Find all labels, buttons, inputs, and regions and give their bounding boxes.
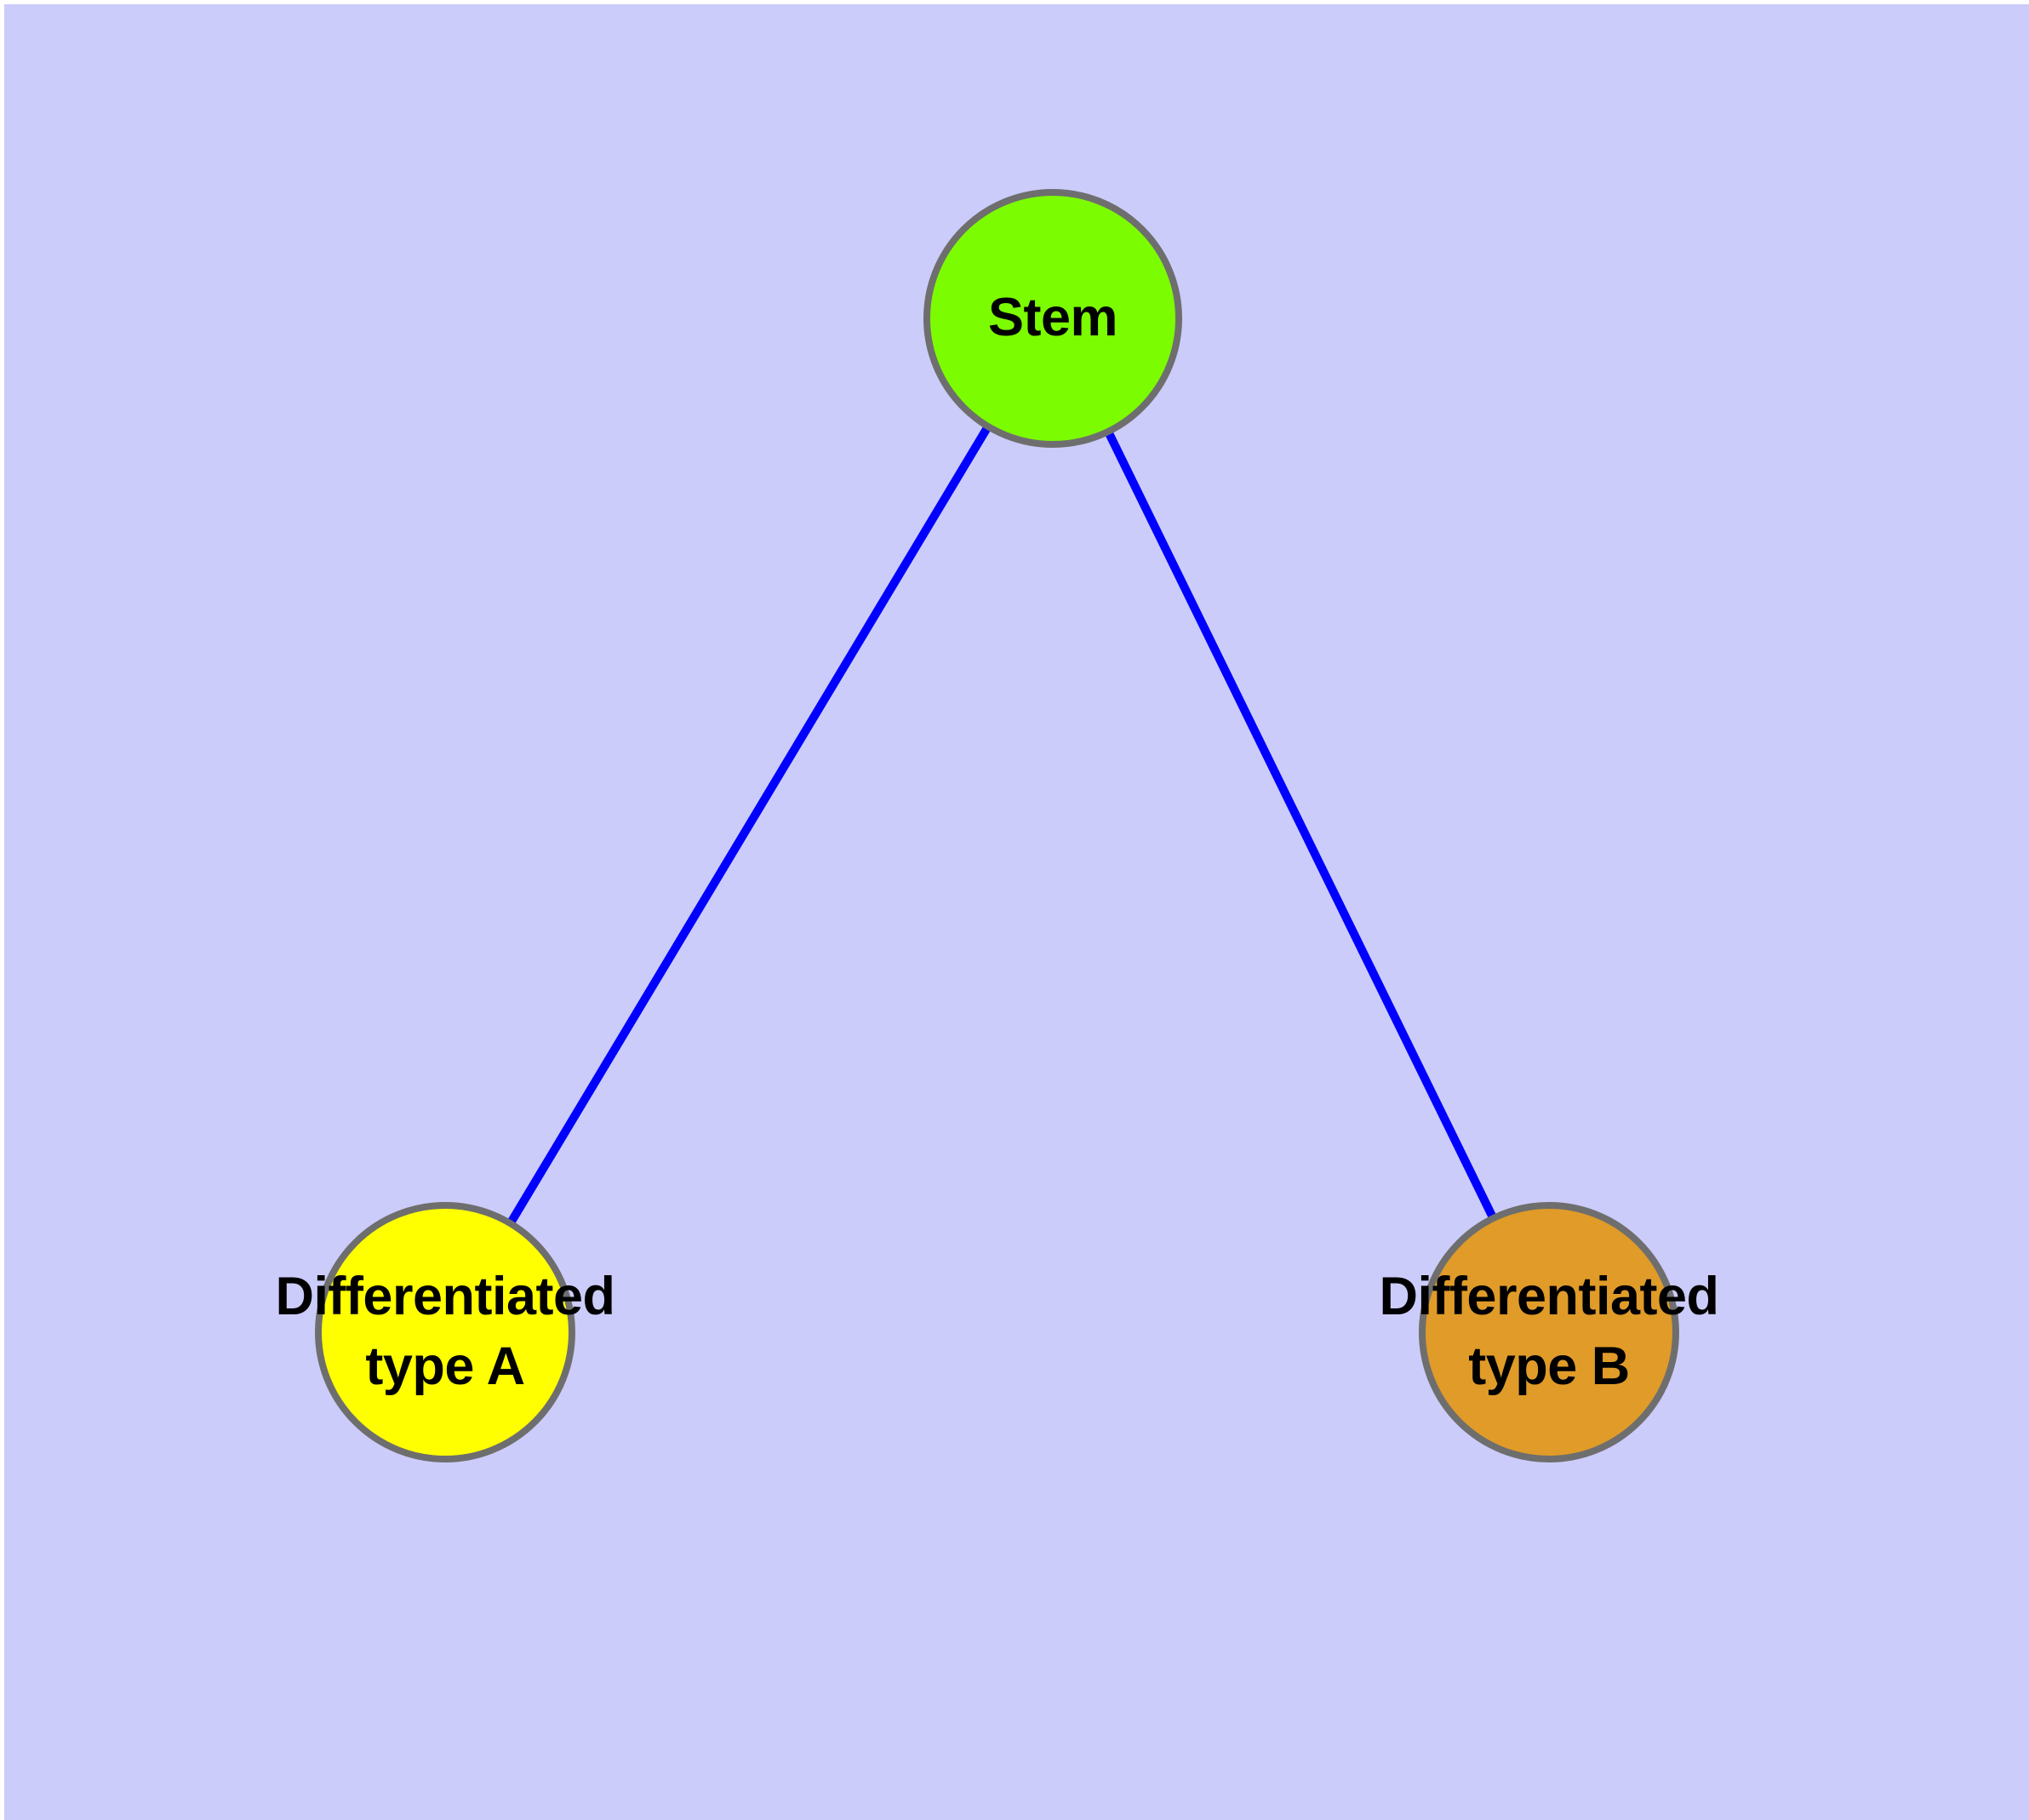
node-differentiated-type-a[interactable] [315, 1202, 575, 1462]
node-layer [315, 189, 1679, 1462]
node-stem[interactable] [923, 189, 1182, 448]
edge-stem-to-diff-a[interactable] [506, 424, 992, 1226]
node-differentiated-type-b[interactable] [1419, 1202, 1679, 1462]
edge-stem-to-diff-b[interactable] [1104, 429, 1497, 1221]
edge-layer [506, 424, 1497, 1226]
